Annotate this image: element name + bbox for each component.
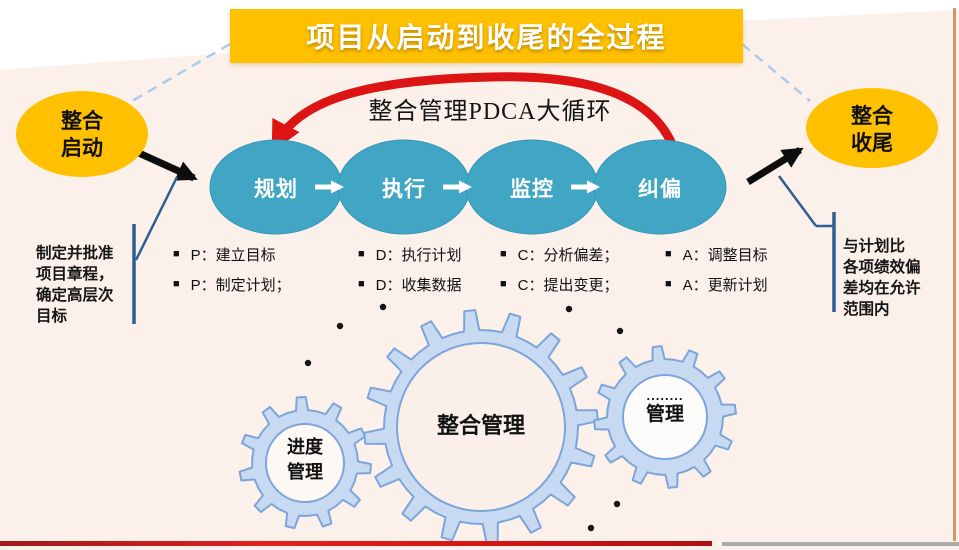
- pdca-cycle-title: 整合管理PDCA大循环: [368, 99, 612, 125]
- end-note-leader: [777, 175, 818, 227]
- gear-integration-hub: [396, 342, 566, 512]
- stage-label-do: 执行: [382, 178, 426, 201]
- gear-schedule-hub: [265, 423, 345, 503]
- bullet-item: ■ D：收集数据: [358, 276, 462, 294]
- stage-label-check: 监控: [510, 178, 554, 201]
- start-flow-arrow: [128, 145, 198, 182]
- start-node-label: 整合 启动: [61, 110, 103, 160]
- banner-title: 项目从启动到收尾的全过程: [306, 22, 667, 53]
- decorative-dots: [304, 303, 624, 532]
- end-node-ellipse: [806, 88, 938, 168]
- bullet-item: ■ A：更新计划: [665, 276, 768, 294]
- bullet-item: ■ P：建立目标: [173, 246, 276, 264]
- bullet-item: ■ A：调整目标: [665, 246, 768, 264]
- gear-other-label: ........ 管理: [645, 388, 684, 426]
- pdca-cycle-arrow: [271, 72, 685, 176]
- dashed-line-right: [741, 43, 811, 102]
- bullet-item: ■ P：制定计划；: [173, 276, 291, 294]
- bottom-gray-bar: [722, 542, 959, 546]
- bottom-red-bar: [0, 541, 712, 546]
- bullet-item: ■ D：执行计划: [358, 246, 462, 264]
- bullet-column-p: ■ P：建立目标 ■ P：制定计划；: [173, 244, 291, 304]
- dashed-line-left: [126, 42, 231, 106]
- bullet-square-icon: ■: [500, 248, 507, 260]
- bullet-square-icon: ■: [173, 278, 180, 290]
- bullet-column-c: ■ C：分析偏差； ■ C：提出变更；: [500, 244, 619, 304]
- bullet-item: ■ C：提出变更；: [500, 276, 619, 294]
- title-banner: 项目从启动到收尾的全过程: [230, 9, 743, 63]
- bullet-item: ■ C：分析偏差；: [500, 246, 619, 264]
- bullet-square-icon: ■: [665, 278, 672, 290]
- end-note: 与计划比 各项绩效偏 差均在允许 范围内: [843, 238, 921, 318]
- end-node-label: 整合 收尾: [851, 105, 893, 155]
- gear-other-hub: [622, 374, 708, 460]
- bullet-column-a: ■ A：调整目标 ■ A：更新计划: [665, 244, 768, 304]
- stage-label-plan: 规划: [254, 178, 298, 201]
- gear-integration-label: 整合管理: [436, 413, 525, 438]
- start-note: 制定并批准 项目章程， 确定高层次 目标: [36, 245, 114, 325]
- bullet-square-icon: ■: [358, 278, 365, 290]
- bullet-square-icon: ■: [358, 248, 365, 260]
- bullet-square-icon: ■: [500, 278, 507, 290]
- stage-label-act: 纠偏: [638, 178, 682, 201]
- right-edge-line: [953, 8, 956, 541]
- start-note-leader: [134, 176, 179, 261]
- bullet-square-icon: ■: [173, 248, 180, 260]
- gear-schedule-label: 进度 管理: [287, 437, 323, 482]
- end-flow-arrow: [746, 147, 804, 185]
- bullet-square-icon: ■: [665, 248, 672, 260]
- bullet-column-d: ■ D：执行计划 ■ D：收集数据: [358, 244, 462, 304]
- start-node-ellipse: [16, 91, 148, 177]
